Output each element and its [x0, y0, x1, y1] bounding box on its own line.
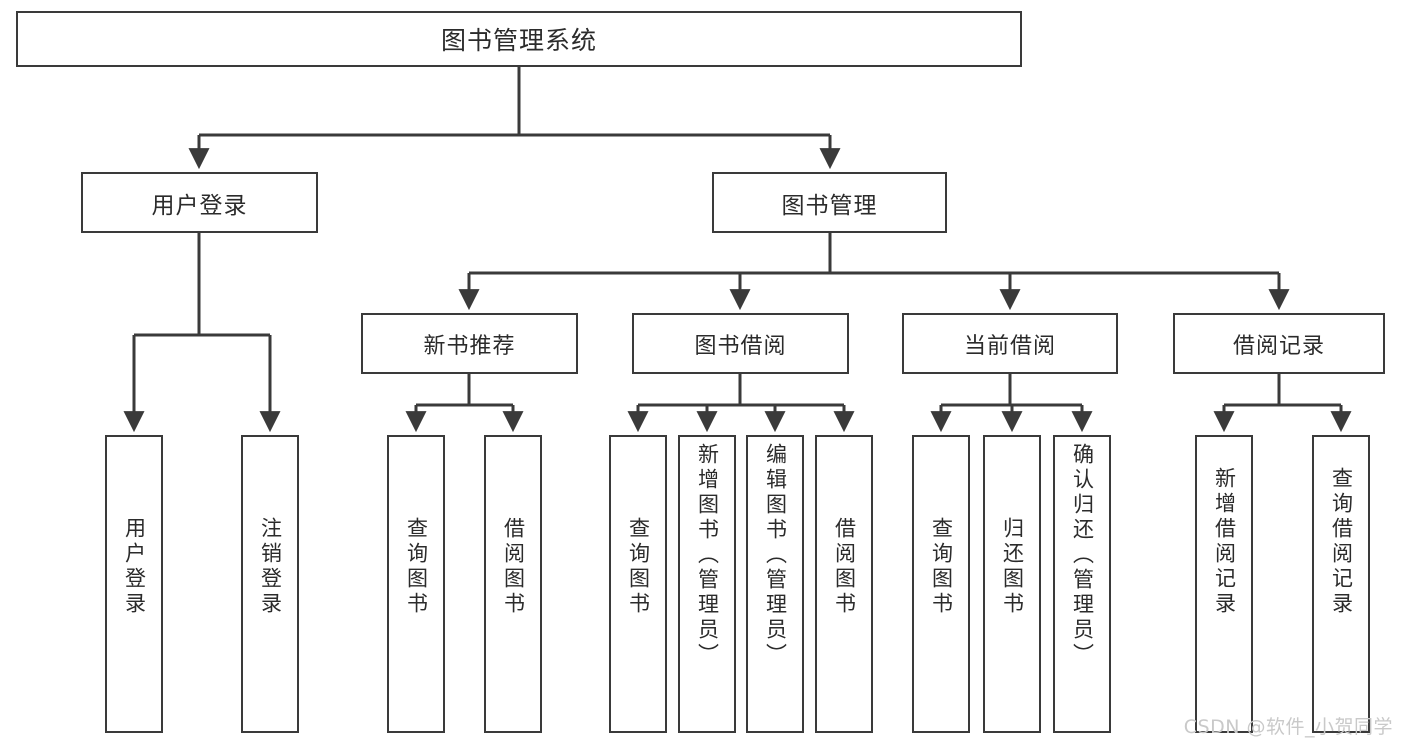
- leaf-query-record[interactable]: 查询借阅记录: [1312, 435, 1370, 733]
- node-root-label: 图书管理系统: [440, 26, 597, 55]
- leaf-user-login[interactable]: 用户登录: [105, 435, 163, 733]
- node-borrow-record-label: 借阅记录: [1232, 333, 1325, 359]
- node-book-borrow-label: 图书借阅: [694, 333, 787, 359]
- node-book-manage[interactable]: 图书管理: [712, 172, 947, 233]
- leaf-query-book-current-label: 查询图书: [929, 517, 954, 617]
- node-new-book-recommend-label: 新书推荐: [423, 333, 516, 359]
- node-book-manage-label: 图书管理: [781, 192, 878, 219]
- leaf-query-record-label: 查询借阅记录: [1329, 467, 1354, 617]
- node-borrow-record[interactable]: 借阅记录: [1173, 313, 1385, 374]
- leaf-borrow-book-recommend[interactable]: 借阅图书: [484, 435, 542, 733]
- node-user-login[interactable]: 用户登录: [81, 172, 318, 233]
- leaf-borrow-book-recommend-label: 借阅图书: [501, 517, 526, 617]
- node-root[interactable]: 图书管理系统: [16, 11, 1022, 67]
- leaf-query-book-recommend[interactable]: 查询图书: [387, 435, 445, 733]
- leaf-query-book-recommend-label: 查询图书: [404, 517, 429, 617]
- leaf-add-record-label: 新增借阅记录: [1212, 467, 1237, 617]
- leaf-query-book-borrow-label: 查询图书: [626, 517, 651, 617]
- leaf-query-book-current[interactable]: 查询图书: [912, 435, 970, 733]
- node-book-borrow[interactable]: 图书借阅: [632, 313, 849, 374]
- node-current-borrow[interactable]: 当前借阅: [902, 313, 1118, 374]
- leaf-return-book[interactable]: 归还图书: [983, 435, 1041, 733]
- node-user-login-label: 用户登录: [151, 192, 248, 219]
- leaf-borrow-book[interactable]: 借阅图书: [815, 435, 873, 733]
- node-current-borrow-label: 当前借阅: [963, 333, 1056, 359]
- leaf-add-record[interactable]: 新增借阅记录: [1195, 435, 1253, 733]
- leaf-logout[interactable]: 注销登录: [241, 435, 299, 733]
- leaf-edit-book[interactable]: 编辑图书（管理员）: [746, 435, 804, 733]
- leaf-logout-label: 注销登录: [258, 517, 283, 617]
- leaf-borrow-book-label: 借阅图书: [832, 517, 857, 617]
- leaf-query-book-borrow[interactable]: 查询图书: [609, 435, 667, 733]
- leaf-add-book[interactable]: 新增图书（管理员）: [678, 435, 736, 733]
- leaf-edit-book-label: 编辑图书（管理员）: [763, 443, 788, 668]
- watermark: CSDN @软件_小贺同学: [1183, 716, 1393, 738]
- node-new-book-recommend[interactable]: 新书推荐: [361, 313, 578, 374]
- leaf-confirm-return-label: 确认归还（管理员）: [1070, 443, 1095, 668]
- leaf-add-book-label: 新增图书（管理员）: [695, 443, 720, 668]
- leaf-confirm-return[interactable]: 确认归还（管理员）: [1053, 435, 1111, 733]
- leaf-return-book-label: 归还图书: [1000, 517, 1025, 617]
- leaf-user-login-label: 用户登录: [122, 517, 147, 617]
